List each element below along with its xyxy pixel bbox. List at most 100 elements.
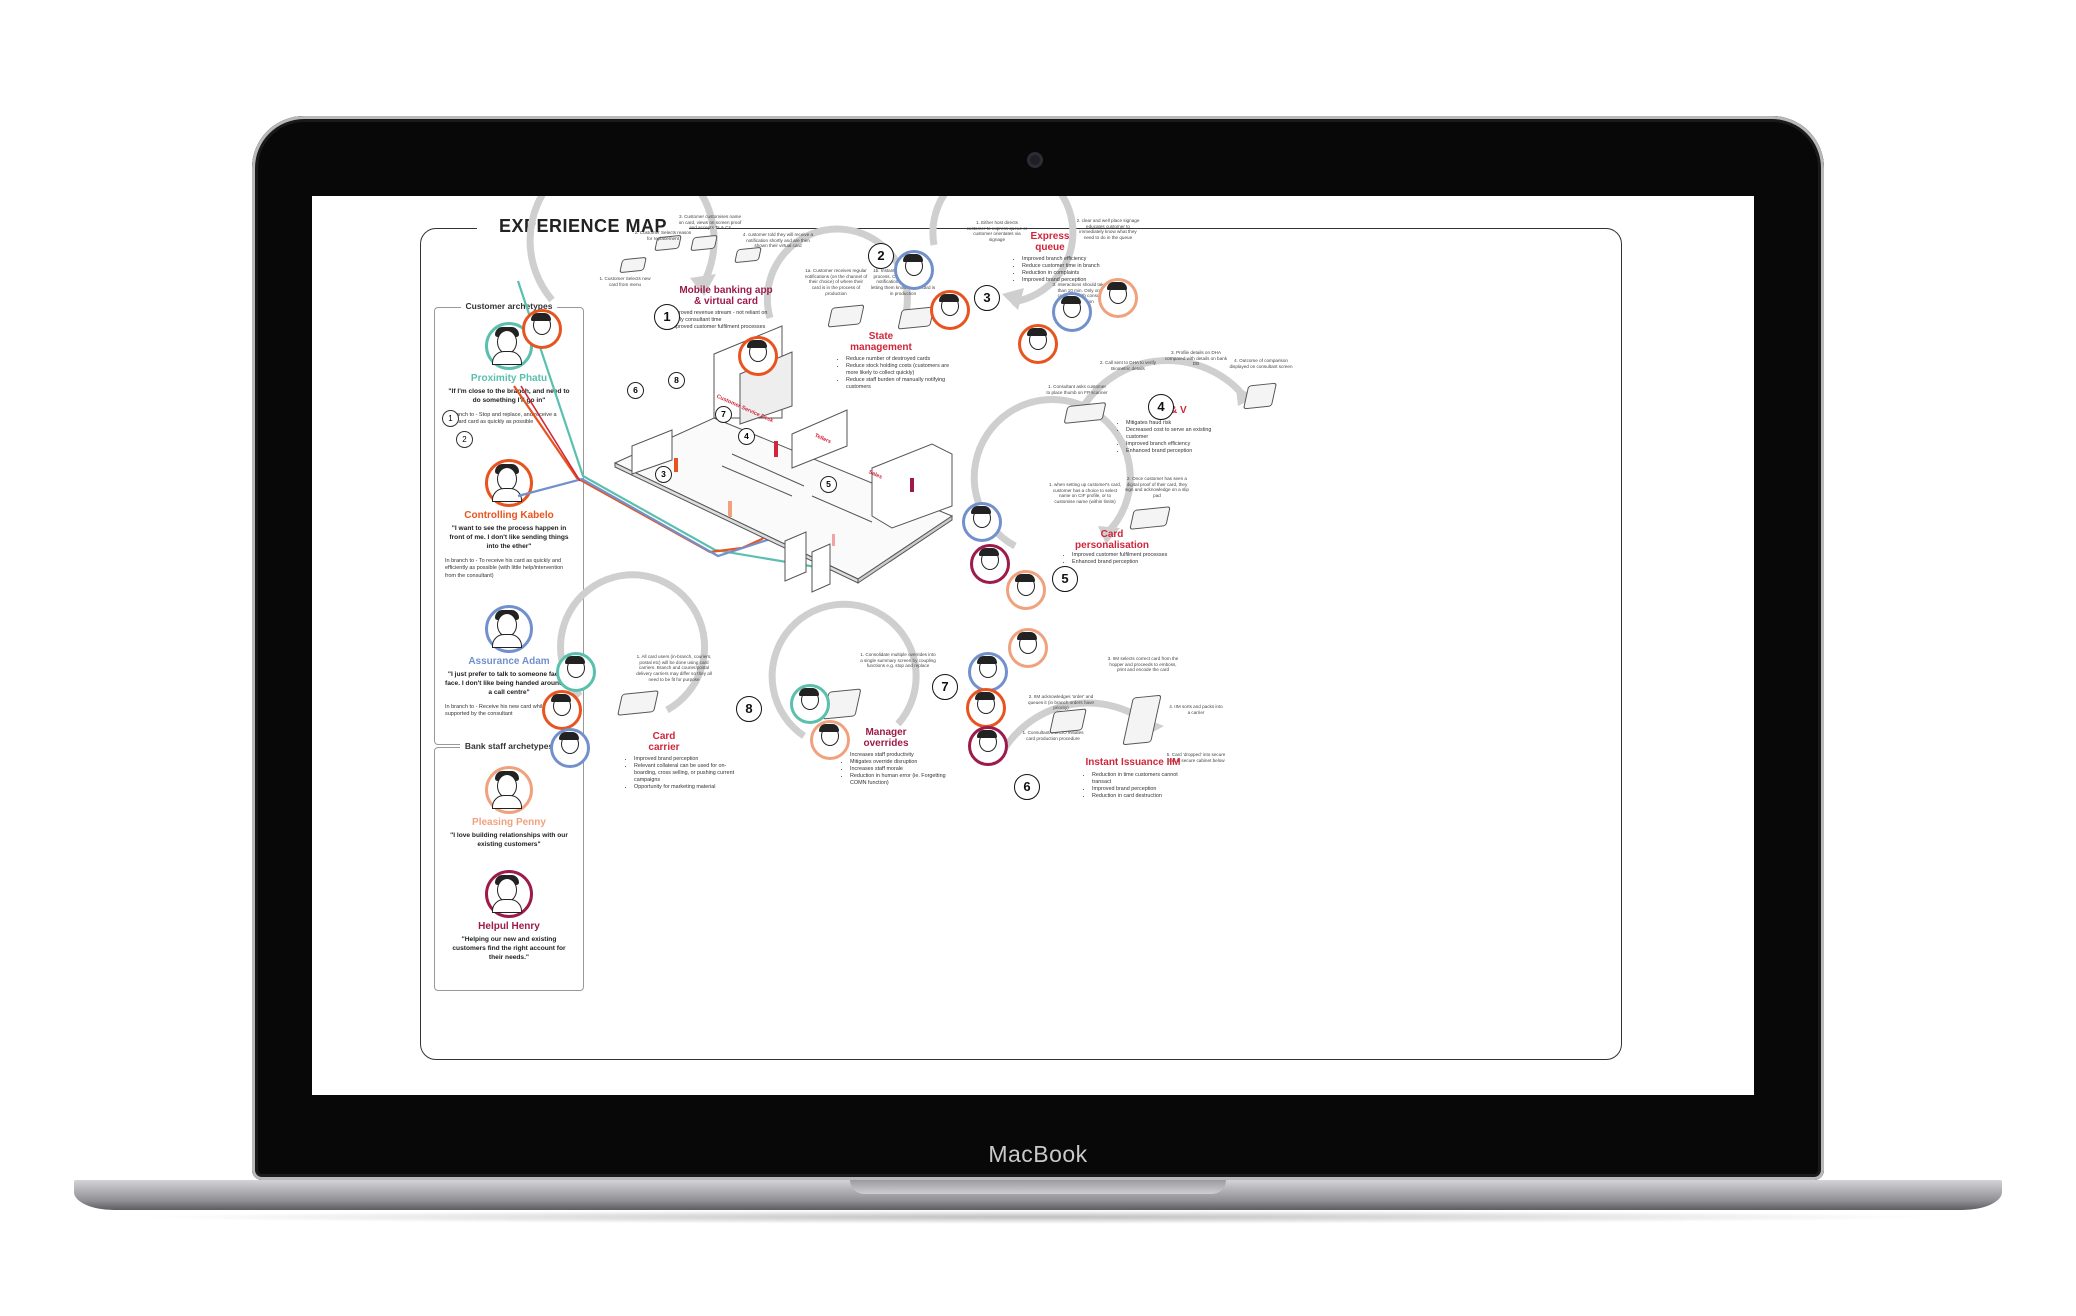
stage-benefits: Reduce number of destroyed cards Reduce … (836, 356, 950, 391)
avatar (485, 322, 533, 370)
stage-4-avatar (1098, 278, 1138, 318)
step-note: 1. Customer Selects new card from menu (599, 276, 651, 287)
stage-title: Manager overrides (863, 727, 909, 749)
step-note: 4. IIM sorts and packs into a carrier (1169, 704, 1223, 715)
brand-label: MacBook (988, 1141, 1088, 1167)
stage-number-2: 2 (868, 243, 894, 269)
queue-rail (811, 495, 873, 523)
stage-benefits: Increases staff productivity Mitigates o… (840, 752, 950, 787)
stage-3-arrowhead (1002, 288, 1024, 310)
stage-4-avatar (1052, 292, 1092, 332)
entrance-doors (784, 531, 807, 582)
step-note: 2. Customer Selects reason for replaceme… (634, 230, 692, 241)
stage-1-arrowhead (690, 274, 716, 296)
persona-name: Controlling Kabelo (464, 510, 554, 521)
stage-3-avatar (894, 250, 934, 290)
path-proximity-phatu (516, 280, 835, 572)
bank-staff-archetypes-title: Bank staff archetypes (459, 741, 559, 751)
stage-8-avatar (550, 728, 590, 768)
persona-helpul-henry: Helpul Henry "Helping our new and existi… (435, 870, 583, 963)
stage-5-avatar (962, 502, 1002, 542)
persona-quote: "I just prefer to talk to someone face t… (445, 671, 573, 696)
step-note: 1. Either host directs customer to expre… (966, 220, 1028, 243)
queue-rail (721, 465, 793, 497)
step-note: 2. clear and well place signage educates… (1076, 218, 1140, 241)
persona-description: In branch to - Receive his new card whil… (445, 703, 562, 718)
step-note: 3. IIM selects correct card from the hop… (1107, 656, 1179, 673)
persona-quote: "I want to see the process happen in fro… (449, 525, 569, 550)
floor-number-8: 8 (668, 372, 685, 389)
journey-diagram (513, 280, 954, 593)
camera-icon (1027, 152, 1043, 168)
step-note: 2. Call sent to DHA to verify Biometric … (1099, 360, 1157, 371)
step-note: 1. when setting up customer's card, cust… (1048, 482, 1122, 505)
avatar (485, 605, 533, 653)
stage-title: Card personalisation (1075, 529, 1149, 551)
persona-quote: "If I'm close to the branch, and need to… (448, 388, 570, 404)
stage-number-5: 5 (1052, 566, 1078, 592)
stage-6-avatar (968, 726, 1008, 766)
stage-5-avatar (1006, 570, 1046, 610)
persona-name: Proximity Phatu (470, 373, 548, 384)
laptop-hinge-notch (850, 1180, 1226, 1194)
persona-name: Pleasing Penny (472, 817, 546, 828)
step-note: 1a. Customer receives regular notificati… (804, 268, 868, 296)
bank-staff-archetypes-panel: Bank staff archetypes Pleasing Penny "I … (434, 741, 584, 991)
stage-5-arrowhead (1098, 526, 1120, 544)
step-note: 2. IIM acknowledges 'order' and queues i… (1028, 694, 1094, 711)
persona-name: Helpul Henry (478, 921, 540, 932)
stage-title: Express queue (1030, 231, 1070, 253)
step-note: 1. Consultant asks customer to place thu… (1046, 384, 1108, 395)
stage-5-avatar (970, 544, 1010, 584)
stage-benefits: Improved revenue stream - not reliant on… (660, 310, 780, 331)
stage-8-avatar (556, 652, 596, 692)
stage-number-6: 6 (1014, 774, 1040, 800)
branch-floor-plan (613, 325, 954, 593)
customer-archetypes-title: Customer archetypes (460, 301, 558, 311)
persona-name: Assurance Adam (468, 656, 550, 667)
persona-controlling-kabelo: Controlling Kabelo "I want to see the pr… (435, 459, 583, 580)
stage-title: Instant Issuance IIM (1085, 757, 1181, 768)
stage-6-avatar (968, 652, 1008, 692)
avatar (485, 766, 533, 814)
step-note: 5. Card 'dropped' into secure tray at se… (1166, 752, 1226, 763)
step-note: 4. Outcome of comparison displayed on co… (1229, 358, 1293, 369)
persona-assurance-adam: Assurance Adam "I just prefer to talk to… (435, 605, 583, 719)
stage-number-8: 8 (736, 696, 762, 722)
stage-title: Mobile banking app & virtual card (679, 285, 773, 307)
floor-number-6: 6 (627, 382, 644, 399)
experience-map-frame (420, 228, 1622, 1060)
stage-6-avatar (966, 688, 1006, 728)
stage-7-avatar (790, 684, 830, 724)
persona-pleasing-penny: Pleasing Penny "I love building relation… (435, 766, 583, 850)
path-number-1: 1 (442, 410, 459, 427)
avatar (485, 870, 533, 918)
floor-number-4: 4 (738, 428, 755, 445)
persona-description: In branch to - To receive his card as qu… (445, 557, 564, 579)
stage-benefits: Improved branch efficiency Reduce custom… (1012, 256, 1114, 284)
step-note: 1. Consolidate multiple overrides into a… (860, 652, 936, 669)
customer-figure (728, 501, 732, 517)
stage-title: Card carrier (648, 731, 680, 753)
persona-quote: "Helping our new and existing customers … (452, 936, 566, 961)
step-note: 4. customer told they will receive a not… (742, 232, 814, 249)
stage-benefits: Mitigates fraud risk Decreased cost to s… (1116, 420, 1226, 455)
entrance-doors (811, 543, 831, 593)
persona-quote: "I love building relationships with our … (450, 832, 568, 848)
stage-7-loop (768, 600, 920, 739)
stage-3-loop (929, 196, 1077, 306)
stage-title: State management (850, 331, 912, 353)
screen: EXPERIENCE MAP Customer archetypes Proxi… (312, 196, 1754, 1095)
customer-figure (832, 534, 835, 546)
floor-number-7: 7 (715, 406, 732, 423)
stage-benefits: Improved brand perception Relevant colla… (624, 756, 738, 791)
stage-1-avatar (522, 309, 562, 349)
step-note: 3. Profile details on DHA compared with … (1164, 350, 1228, 367)
stage-5-loop (970, 395, 1134, 550)
stage-8-avatar (542, 690, 582, 730)
step-note: 2. Once customer has seen a digital proo… (1125, 476, 1189, 499)
stage-2-avatar (738, 336, 778, 376)
stage-4-avatar (1018, 324, 1058, 364)
stage-number-3: 3 (974, 285, 1000, 311)
stage-6-avatar (1008, 628, 1048, 668)
